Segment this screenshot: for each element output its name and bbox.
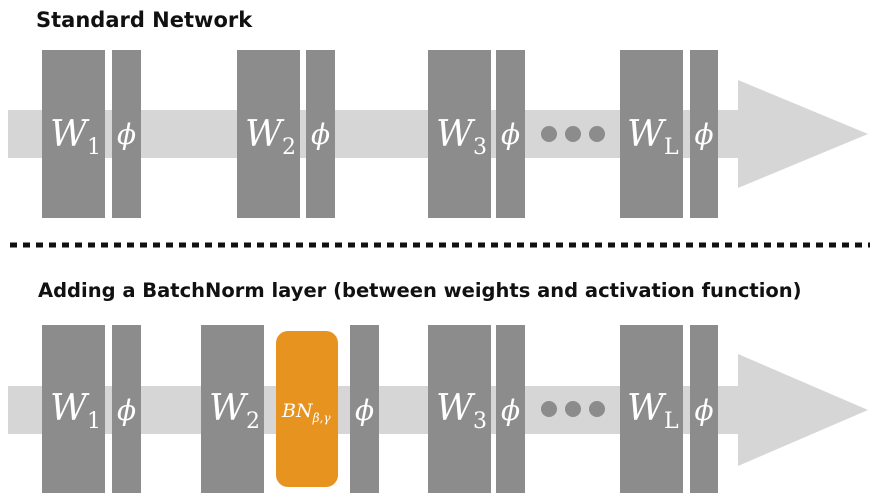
bottom-weight-label-4: WL (627, 388, 679, 434)
bottom-weight-label-2: W2 (209, 388, 260, 434)
top-weight-block-3 (428, 50, 491, 218)
bottom-ellipsis-dot-2 (565, 401, 581, 417)
bottom-title: Adding a BatchNorm layer (between weight… (38, 279, 802, 302)
top-activation-label-2: ϕ (311, 118, 330, 151)
batchnorm-block (276, 331, 338, 487)
bottom-layer-3: W3 ϕ (428, 325, 525, 493)
top-activation-block-2 (306, 50, 335, 218)
bottom-activation-block-3 (496, 325, 525, 493)
top-ellipsis-dot-3 (589, 126, 605, 142)
bottom-activation-label-2: ϕ (355, 394, 374, 427)
top-activation-label-3: ϕ (501, 118, 520, 151)
top-weight-label-1: W1 (50, 114, 101, 160)
top-activation-block-4 (690, 50, 718, 218)
top-ellipsis-dot-2 (565, 126, 581, 142)
bottom-weight-block-1 (42, 325, 105, 493)
top-activation-block-1 (112, 50, 141, 218)
top-weight-block-2 (237, 50, 300, 218)
top-activation-label-1: ϕ (117, 118, 136, 151)
batchnorm-label: BNβ,γ (281, 400, 331, 425)
top-weight-label-2: W2 (245, 114, 296, 160)
bottom-layer-4: WL ϕ (620, 325, 718, 493)
top-layer-3: W3 ϕ (428, 50, 525, 218)
bottom-activation-label-4: ϕ (694, 394, 713, 427)
bottom-activation-label-1: ϕ (117, 394, 136, 427)
top-layer-2: W2 ϕ (237, 50, 335, 218)
top-ellipsis (541, 126, 605, 142)
top-activation-label-4: ϕ (694, 118, 713, 151)
bottom-weight-block-2 (201, 325, 264, 493)
bottom-layer-2: W2 BNβ,γ ϕ (201, 325, 379, 493)
top-weight-label-4: WL (627, 114, 679, 160)
top-activation-block-3 (496, 50, 525, 218)
bottom-weight-block-4 (620, 325, 683, 493)
top-title: Standard Network (36, 8, 253, 32)
bottom-ellipsis-dot-3 (589, 401, 605, 417)
bottom-activation-block-1 (112, 325, 141, 493)
top-weight-label-3: W3 (436, 114, 487, 160)
bottom-activation-block-4 (690, 325, 718, 493)
bottom-activation-label-3: ϕ (501, 394, 520, 427)
top-layer-4: WL ϕ (620, 50, 718, 218)
bottom-weight-label-3: W3 (436, 388, 487, 434)
bottom-weight-label-1: W1 (50, 388, 101, 434)
top-layer-1: W1 ϕ (42, 50, 141, 218)
bottom-layer-1: W1 ϕ (42, 325, 141, 493)
top-ellipsis-dot-1 (541, 126, 557, 142)
bottom-ellipsis (541, 401, 605, 417)
top-weight-block-4 (620, 50, 683, 218)
bottom-activation-block-2 (350, 325, 379, 493)
bottom-weight-block-3 (428, 325, 491, 493)
bottom-ellipsis-dot-1 (541, 401, 557, 417)
top-weight-block-1 (42, 50, 105, 218)
